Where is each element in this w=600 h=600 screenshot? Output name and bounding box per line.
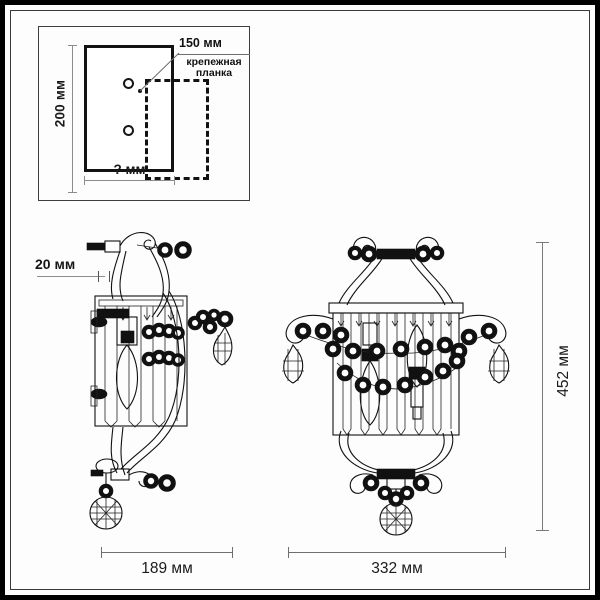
side-view-geometry: [86, 232, 234, 530]
bottom-finial: [89, 473, 123, 530]
teardrop-crystal-right: [212, 325, 233, 366]
callout-caption-line-2: планка: [195, 67, 233, 80]
bead-garland-lower: [336, 352, 466, 396]
dimension-bar: [101, 552, 233, 553]
bottom-collar: [376, 468, 416, 480]
bead-swag-upper: [141, 322, 185, 340]
prism-arrows: [337, 313, 453, 327]
mounting-plate-outline: [84, 45, 209, 180]
bottom-finial: [379, 489, 413, 536]
sconce-front-view: [277, 227, 515, 536]
bead-garland-upper: [294, 322, 498, 360]
plate-height-dimension-line: [72, 45, 73, 193]
wall-bracket-plate: [86, 242, 106, 251]
dimension-tick-right: [505, 547, 506, 558]
callout-caption: крепежная планка: [172, 56, 256, 80]
plate-width-tick-left: [84, 176, 85, 185]
plate-width-dimension-line: [84, 180, 175, 181]
crystal-prisms: [104, 306, 178, 428]
plate-height-tick-top: [68, 45, 77, 46]
top-rosettes: [347, 245, 445, 263]
callout-caption-line-1: крепежная: [186, 56, 242, 68]
bottom-rosettes: [362, 474, 430, 501]
dimension-tick-bottom: [536, 530, 549, 531]
shade-top-rail: [328, 302, 464, 314]
dimension-tick-right: [232, 547, 233, 558]
bead-cluster-bottom: [143, 473, 176, 492]
mounting-bracket-dashed-outline: [145, 79, 209, 180]
shade-top-rail: [98, 299, 184, 307]
dimension-bar: [288, 552, 506, 553]
front-view-width-label: 332 мм: [371, 560, 423, 577]
callout-leader-line: [139, 52, 180, 92]
depth-tick-right: [109, 271, 110, 282]
plate-width-label: ? мм: [113, 162, 146, 177]
dimension-bar: [542, 242, 543, 530]
teardrop-crystal-left: [282, 343, 304, 384]
socket-ring: [120, 330, 135, 344]
side-view-width-label: 189 мм: [141, 560, 193, 577]
bulb: [116, 344, 138, 410]
stud-lower: [90, 388, 108, 400]
lamp-left: [359, 322, 381, 426]
dimension-tick-left: [101, 547, 102, 558]
depth-dimension-label: 20 мм: [35, 256, 76, 272]
depth-tick-left: [98, 271, 99, 282]
teardrop-crystal-right: [488, 343, 510, 384]
top-collar: [376, 248, 416, 260]
plate-width-tick-right: [174, 176, 175, 185]
mounting-hole-lower: [123, 125, 134, 136]
shade-body: [332, 312, 460, 436]
dimension-tick-top: [536, 242, 549, 243]
depth-dimension-line: [37, 276, 105, 277]
bottom-knob: [95, 458, 119, 474]
front-view-geometry: [282, 236, 510, 536]
plate-height-label: 200 мм: [52, 79, 68, 128]
callout-underline: [178, 54, 250, 55]
mounting-plate-panel: 150 мм крепежная планка 200 мм ? мм: [38, 26, 250, 201]
bead-swag-lower: [141, 349, 185, 367]
bracket-collar: [104, 240, 121, 253]
mounting-hole-upper: [123, 78, 134, 89]
overall-height-label: 452 мм: [555, 345, 572, 397]
callout-150-value: 150 мм: [179, 36, 222, 50]
bottom-collar: [110, 468, 130, 481]
crystal-prisms: [342, 313, 452, 436]
shade-body: [94, 295, 188, 427]
stud-upper: [90, 316, 108, 328]
bead-cluster-top: [136, 241, 192, 259]
sconce-side-view: [77, 231, 267, 531]
plate-height-tick-bottom: [68, 192, 77, 193]
dimension-tick-left: [288, 547, 289, 558]
